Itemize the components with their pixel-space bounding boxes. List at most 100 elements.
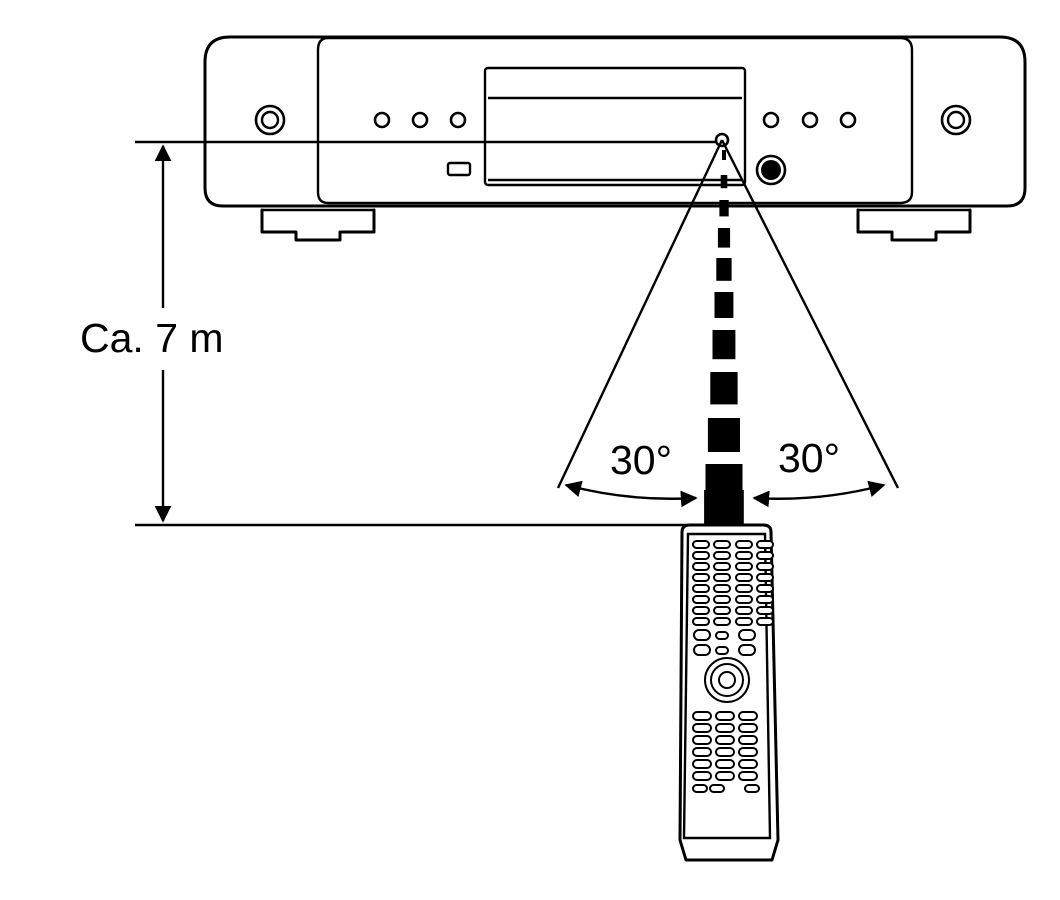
remote-button xyxy=(756,606,774,615)
remote-button xyxy=(715,646,729,655)
remote-button xyxy=(738,747,758,757)
right-angle-arc xyxy=(752,480,886,508)
beam-right-edge xyxy=(720,139,900,489)
remote-button xyxy=(692,606,710,615)
remote-button xyxy=(756,573,774,582)
remote-button xyxy=(692,771,712,781)
beam-dash xyxy=(720,175,728,189)
remote-button xyxy=(715,735,735,745)
remote-button xyxy=(738,771,758,781)
remote-button xyxy=(715,747,735,757)
remote-button xyxy=(715,711,735,721)
beam-dash xyxy=(704,490,744,524)
left-foot xyxy=(260,208,376,242)
usb-port-icon xyxy=(446,161,472,177)
beam-dash xyxy=(707,418,740,452)
remote-button xyxy=(756,584,774,593)
remote-button xyxy=(692,595,710,604)
remote-button xyxy=(692,551,710,560)
remote-button xyxy=(713,562,731,571)
remote-buttons xyxy=(692,540,774,793)
remote-button xyxy=(738,629,756,641)
beam-dash xyxy=(722,150,726,160)
remote-button xyxy=(692,784,708,793)
remote-button xyxy=(713,584,731,593)
remote-control xyxy=(678,523,780,862)
remote-button xyxy=(693,629,711,641)
front-button xyxy=(449,111,467,129)
remote-button xyxy=(692,723,712,733)
remote-button xyxy=(692,573,710,582)
player-body xyxy=(203,35,1027,208)
remote-button xyxy=(692,562,710,571)
remote-button xyxy=(735,617,753,626)
ir-beam: 30° 30° xyxy=(556,139,900,524)
remote-button xyxy=(713,595,731,604)
remote-button xyxy=(715,723,735,733)
remote-button xyxy=(692,540,710,549)
beam-dash xyxy=(719,200,729,217)
remote-button xyxy=(692,759,712,769)
remote-dpad-icon xyxy=(704,657,750,703)
remote-button xyxy=(735,606,753,615)
remote-button xyxy=(738,735,758,745)
remote-button xyxy=(715,771,735,781)
remote-button xyxy=(756,595,774,604)
remote-button xyxy=(692,747,712,757)
left-angle-arc xyxy=(564,480,698,508)
remote-button xyxy=(735,584,753,593)
remote-face xyxy=(682,532,772,840)
remote-button xyxy=(756,562,774,571)
remote-button xyxy=(738,644,756,656)
beam-dash xyxy=(710,372,738,405)
front-button xyxy=(801,111,819,129)
player-faceplate xyxy=(316,36,914,205)
remote-button xyxy=(738,723,758,733)
remote-button xyxy=(738,711,758,721)
distance-dimension: Ca. 7 m xyxy=(80,140,716,527)
remote-button xyxy=(693,644,711,656)
remote-button xyxy=(735,551,753,560)
remote-button xyxy=(715,631,729,640)
angle-right-label: 30° xyxy=(778,435,840,481)
remote-button xyxy=(744,784,760,793)
remote-button xyxy=(692,584,710,593)
beam-left-edge xyxy=(556,139,724,489)
remote-button xyxy=(735,540,753,549)
right-foot xyxy=(856,208,972,242)
remote-button xyxy=(692,711,712,721)
beam-dash xyxy=(714,292,734,318)
cd-player xyxy=(203,35,1027,242)
front-button xyxy=(839,111,857,129)
remote-button xyxy=(709,784,725,793)
front-button xyxy=(762,111,780,129)
remote-button xyxy=(692,735,712,745)
remote-button xyxy=(713,606,731,615)
remote-button xyxy=(713,551,731,560)
angle-left-label: 30° xyxy=(610,437,672,483)
remote-button xyxy=(713,617,731,626)
beam-dash xyxy=(712,330,736,360)
volume-knob-right xyxy=(940,104,972,136)
beam-center-signal xyxy=(704,150,744,524)
remote-button xyxy=(735,562,753,571)
front-button xyxy=(411,111,429,129)
beam-dash xyxy=(717,228,731,248)
distance-label: Ca. 7 m xyxy=(80,315,224,361)
remote-button xyxy=(756,617,774,626)
remote-button xyxy=(735,573,753,582)
remote-button xyxy=(713,540,731,549)
remote-button xyxy=(715,759,735,769)
remote-button xyxy=(713,573,731,582)
power-knob-left xyxy=(254,104,286,136)
disc-tray xyxy=(483,66,747,187)
remote-button xyxy=(692,617,710,626)
headphone-jack-icon xyxy=(755,154,787,186)
remote-button xyxy=(738,759,758,769)
remote-button xyxy=(756,540,774,549)
front-button xyxy=(373,111,391,129)
remote-button xyxy=(735,595,753,604)
remote-button xyxy=(756,551,774,560)
